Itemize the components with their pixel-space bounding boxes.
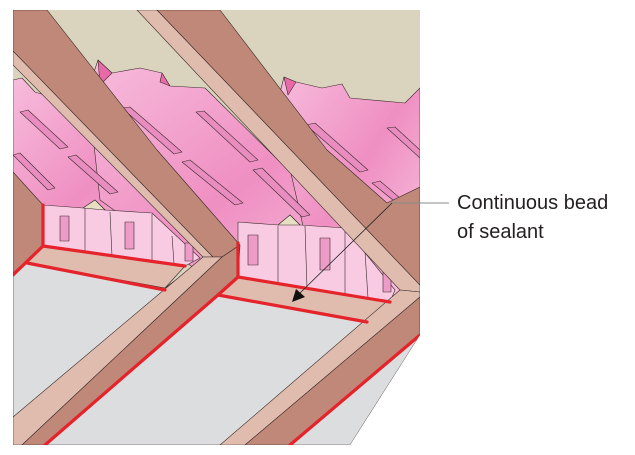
sealant-callout-label: Continuous bead of sealant <box>457 189 608 247</box>
callout-line-2: of sealant <box>457 221 544 243</box>
rafter-2 <box>156 10 420 286</box>
arrowhead-icon <box>292 289 305 302</box>
sealant-beads <box>13 203 420 445</box>
callout-leader <box>292 202 449 302</box>
joist-2-top <box>219 289 420 445</box>
joist-2 <box>244 296 420 445</box>
callout-line-1: Continuous bead <box>457 192 609 214</box>
insulation-batts <box>13 59 420 303</box>
rafter-2-underside <box>136 10 420 293</box>
